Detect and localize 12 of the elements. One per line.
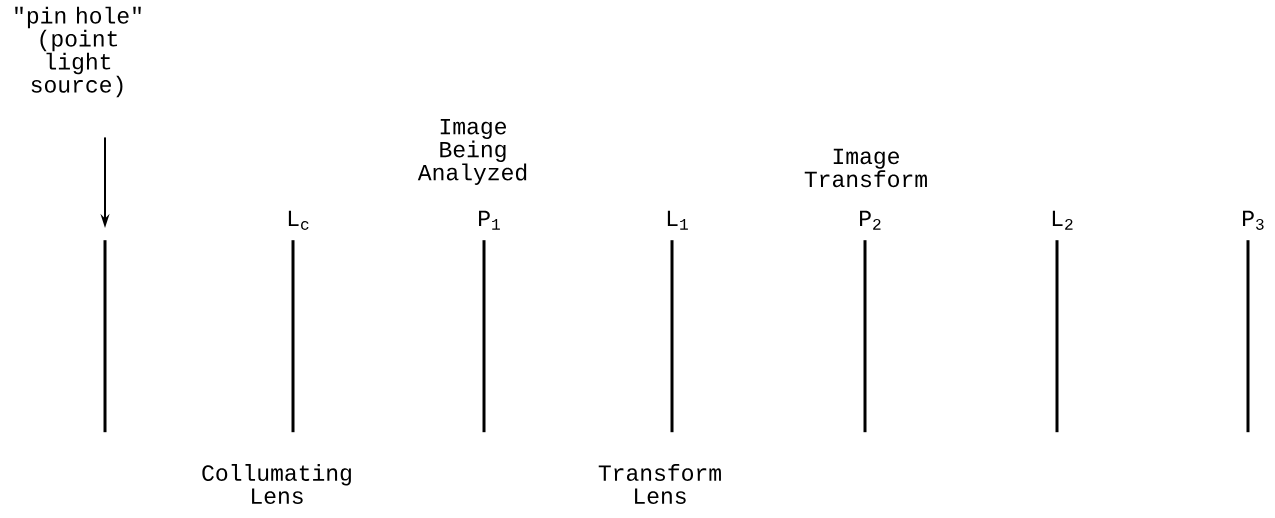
symbol-label: P$_{3}$ xyxy=(1243,210,1264,230)
symbol-label: L$_{1}$ xyxy=(667,210,688,230)
symbol-label: L$_{2}$ xyxy=(1052,210,1073,230)
node-label: Image Being Analyzed xyxy=(417,119,527,185)
label: "pin hole" (point light source) xyxy=(15,6,141,98)
node-label: Collumating Lens xyxy=(202,464,351,504)
node-label: Transform Lens xyxy=(598,464,721,504)
bar xyxy=(103,240,107,433)
symbol-label: P$_{2}$ xyxy=(860,210,881,230)
symbol-label: L$_{c}$ xyxy=(288,210,309,230)
node-label: Image Transform xyxy=(804,148,927,188)
symbol-label: P$_{1}$ xyxy=(479,210,500,230)
